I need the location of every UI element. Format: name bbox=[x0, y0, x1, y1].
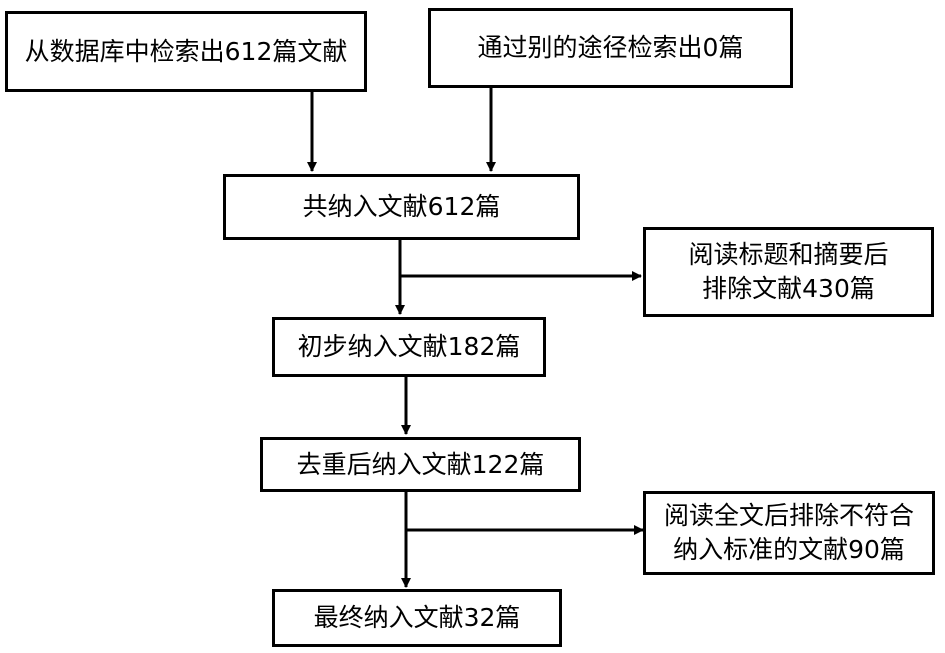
exclude-title-abstract-box: 阅读标题和摘要后 排除文献430篇 bbox=[643, 227, 934, 317]
other-sources-text: 通过别的途径检索出0篇 bbox=[477, 33, 744, 63]
final-included-box: 最终纳入文献32篇 bbox=[272, 589, 562, 647]
exclude-title-abstract-line1: 阅读标题和摘要后 bbox=[688, 240, 889, 270]
exclude-fulltext-line2: 纳入标准的文献90篇 bbox=[673, 535, 905, 564]
initial-included-text: 初步纳入文献182篇 bbox=[297, 332, 521, 362]
database-search-text: 从数据库中检索出612篇文献 bbox=[24, 36, 348, 66]
total-included-text: 共纳入文献612篇 bbox=[302, 192, 501, 222]
total-included-box: 共纳入文献612篇 bbox=[223, 174, 580, 240]
deduplicated-text: 去重后纳入文献122篇 bbox=[296, 449, 545, 479]
exclude-fulltext-line1: 阅读全文后排除不符合 bbox=[663, 501, 914, 531]
exclude-title-abstract-line2: 排除文献430篇 bbox=[702, 274, 875, 303]
other-sources-box: 通过别的途径检索出0篇 bbox=[428, 8, 793, 88]
exclude-fulltext-box: 阅读全文后排除不符合 纳入标准的文献90篇 bbox=[643, 491, 935, 575]
initial-included-box: 初步纳入文献182篇 bbox=[272, 317, 546, 377]
deduplicated-box: 去重后纳入文献122篇 bbox=[260, 437, 581, 492]
final-included-text: 最终纳入文献32篇 bbox=[313, 603, 521, 633]
database-search-box: 从数据库中检索出612篇文献 bbox=[5, 11, 367, 92]
